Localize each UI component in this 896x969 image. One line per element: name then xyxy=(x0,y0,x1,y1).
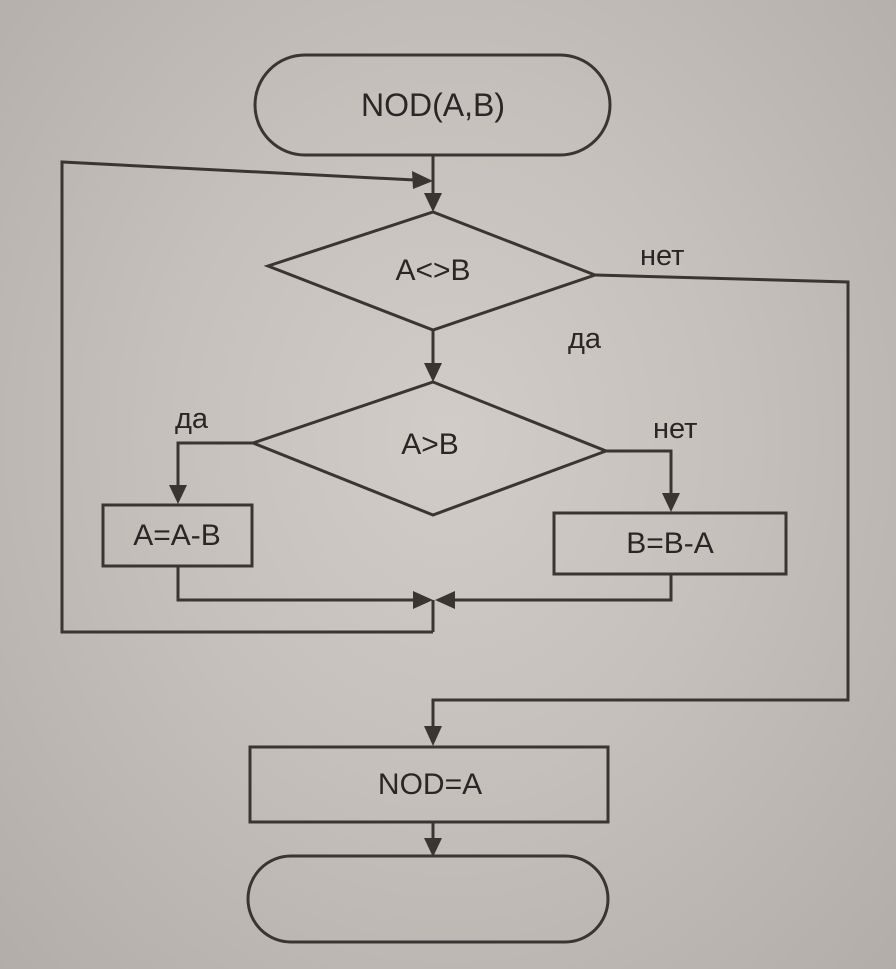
process-left-label: A=A-B xyxy=(133,519,221,552)
connector-left-to-merge xyxy=(176,566,415,602)
result-label: NOD=A xyxy=(377,768,483,801)
end-terminator xyxy=(246,854,610,944)
decision1-label: A<>B xyxy=(395,254,471,287)
decision2-label: A>B xyxy=(401,428,459,461)
connector-loop-back xyxy=(60,160,433,634)
arrowhead-loop-back xyxy=(412,171,433,189)
decision2-no-label: нет xyxy=(653,413,698,445)
process-result xyxy=(248,745,610,824)
decision2-yes-label: да xyxy=(175,403,209,435)
decision1-no-label: нет xyxy=(640,240,685,272)
process-right-label: B=B-A xyxy=(626,527,714,560)
arrowhead-loop-entry xyxy=(424,193,442,212)
connector-decision2-right xyxy=(606,449,673,495)
connector-right-to-merge xyxy=(453,574,673,602)
arrowhead-merge-left xyxy=(413,591,433,609)
arrowhead-right-process xyxy=(662,493,680,512)
decision1-yes-label: да xyxy=(568,323,602,355)
arrowhead-end xyxy=(424,838,442,857)
arrowhead-merge-right xyxy=(435,591,455,609)
start-label: NOD(A,B) xyxy=(361,87,505,123)
arrowhead-result xyxy=(424,726,442,746)
connector-decision2-left xyxy=(176,441,253,487)
arrowhead-decision2 xyxy=(424,363,442,382)
arrowhead-left-process xyxy=(169,485,187,504)
connector-no-to-result xyxy=(431,273,850,728)
